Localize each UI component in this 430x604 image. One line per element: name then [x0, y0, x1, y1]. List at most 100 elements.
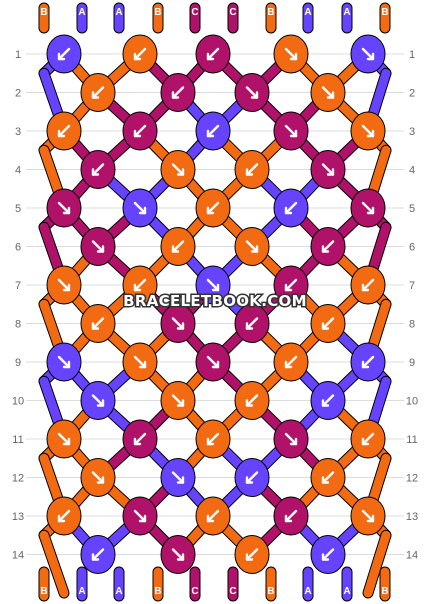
arrow-right-icon	[91, 471, 105, 484]
arrow-head-icon	[321, 322, 330, 330]
row-number-left: 14	[12, 550, 24, 562]
thread-label: A	[304, 586, 311, 597]
strand	[363, 530, 391, 598]
knot	[310, 304, 346, 343]
arrow-left-icon	[321, 548, 335, 561]
knot	[234, 227, 270, 266]
arrow-right-icon	[171, 163, 185, 176]
row-number-left: 10	[12, 396, 24, 408]
arrow-head-icon	[321, 399, 330, 407]
thread-label: A	[343, 7, 350, 18]
arrow-right-icon	[361, 201, 375, 215]
arrow-left-icon	[206, 432, 220, 446]
arrow-head-icon	[250, 91, 259, 99]
arrow-head-icon	[206, 206, 215, 215]
arrow-left-icon	[91, 163, 105, 176]
thread-label: C	[191, 586, 198, 597]
row-number-right: 5	[409, 203, 415, 215]
thread-label: B	[154, 586, 161, 597]
bottom-thread-end: B	[38, 566, 50, 602]
knot	[350, 342, 386, 382]
knot	[46, 342, 82, 382]
arrow-left-icon	[321, 471, 335, 484]
arrow-right-icon	[133, 201, 147, 215]
arrow-head-icon	[245, 322, 254, 330]
knot	[160, 73, 196, 112]
arrow-head-icon	[289, 129, 298, 138]
row-number-left: 12	[12, 473, 24, 485]
arrow-head-icon	[245, 168, 254, 176]
arrow-right-icon	[133, 355, 147, 369]
row-number-right: 12	[406, 473, 418, 485]
top-thread-end: B	[152, 2, 164, 34]
row-number-left: 4	[15, 165, 21, 177]
arrow-head-icon	[133, 129, 142, 138]
arrow-left-icon	[91, 548, 105, 561]
arrow-left-icon	[245, 317, 259, 330]
thread-label: A	[78, 586, 85, 597]
knot	[195, 342, 231, 382]
row-number-right: 11	[406, 434, 417, 446]
arrow-left-icon	[284, 355, 298, 369]
arrow-left-icon	[245, 163, 259, 176]
knot	[122, 188, 158, 228]
arrow-head-icon	[245, 399, 254, 407]
knot	[195, 111, 231, 151]
arrow-left-icon	[206, 509, 220, 523]
bottom-thread-end: C	[189, 566, 201, 602]
row-number-left: 1	[15, 49, 21, 61]
arrow-left-icon	[284, 278, 298, 292]
arrow-head-icon	[245, 553, 254, 561]
bottom-thread-end: B	[265, 566, 277, 602]
top-thread-end: C	[227, 2, 239, 34]
arrow-head-icon	[62, 437, 71, 446]
arrow-right-icon	[133, 509, 147, 523]
arrow-head-icon	[171, 245, 180, 253]
arrow-head-icon	[138, 514, 147, 523]
arrow-head-icon	[284, 514, 293, 523]
bottom-thread-end: B	[152, 566, 164, 602]
arrow-right-icon	[245, 240, 259, 253]
knot	[80, 73, 116, 112]
arrow-left-icon	[133, 47, 147, 61]
thread-label: B	[381, 7, 388, 18]
arrow-head-icon	[62, 360, 71, 369]
knot	[310, 227, 346, 266]
arrow-head-icon	[96, 245, 105, 253]
arrow-left-icon	[321, 317, 335, 330]
arrow-head-icon	[211, 360, 220, 369]
knot	[234, 304, 270, 343]
arrow-head-icon	[91, 91, 100, 99]
row-number-right: 6	[409, 242, 415, 254]
arrow-head-icon	[211, 283, 220, 292]
knot	[122, 34, 158, 74]
row-number-right: 8	[409, 319, 415, 331]
knot	[160, 150, 196, 189]
top-thread-end: A	[113, 2, 125, 34]
arrow-head-icon	[96, 399, 105, 407]
arrow-right-icon	[171, 317, 185, 330]
arrow-right-icon	[57, 278, 71, 292]
knot	[46, 188, 82, 228]
row-number-right: 1	[409, 49, 415, 61]
bottom-thread-end: A	[302, 566, 314, 602]
knot	[122, 111, 158, 151]
arrow-head-icon	[366, 514, 375, 523]
arrow-head-icon	[133, 52, 142, 61]
row-number-left: 11	[12, 434, 23, 446]
arrow-head-icon	[138, 206, 147, 215]
watermark-text: BRACELETBOOK.COM	[123, 292, 307, 310]
arrow-right-icon	[171, 394, 185, 407]
top-thread-end: B	[379, 2, 391, 34]
arrow-head-icon	[171, 91, 180, 99]
knot	[310, 381, 346, 420]
arrow-right-icon	[57, 432, 71, 446]
knot	[350, 496, 386, 536]
arrow-head-icon	[91, 322, 100, 330]
row-number-right: 13	[406, 511, 418, 523]
row-number-left: 7	[15, 280, 21, 292]
thread-label: B	[40, 586, 47, 597]
arrow-left-icon	[361, 432, 375, 446]
